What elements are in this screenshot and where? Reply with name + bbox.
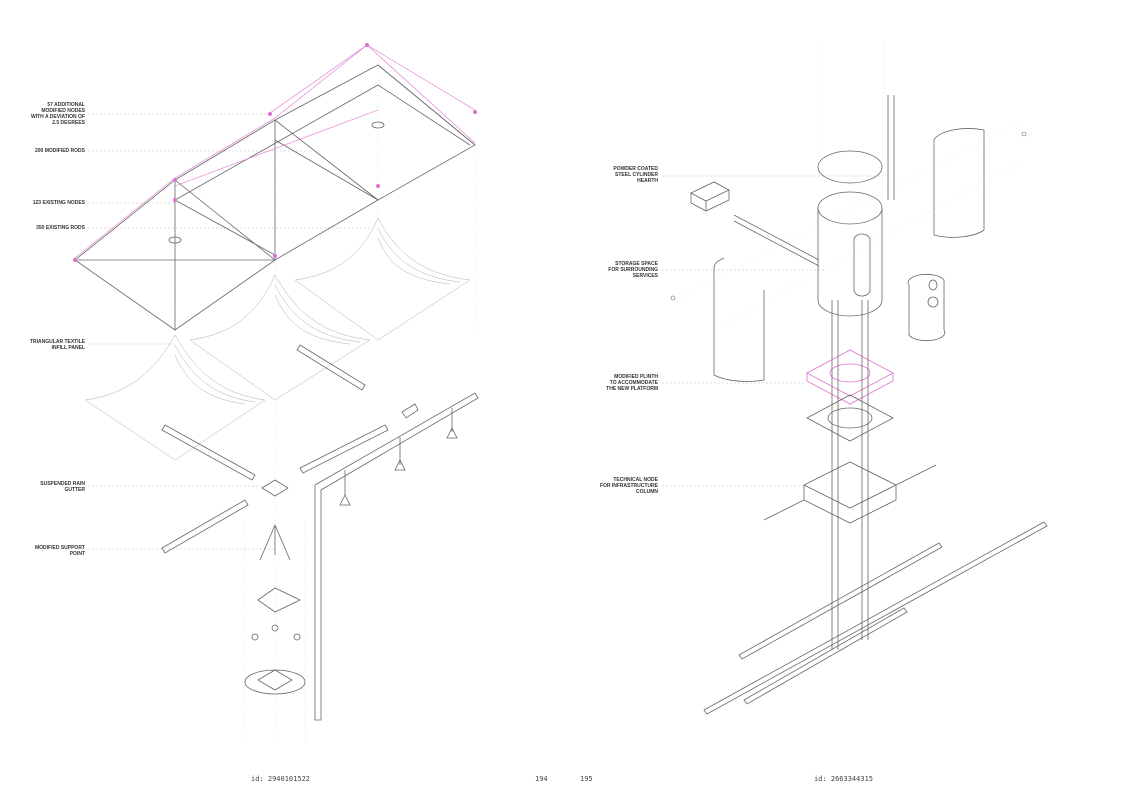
rain-gutters bbox=[161, 344, 419, 554]
left-page: 57 ADDITIONAL MODIFIED NODES WITH A DEVI… bbox=[0, 0, 563, 797]
label-textile-panel: TRIANGULAR TEXTILE INFILL PANEL bbox=[30, 339, 85, 351]
small-fittings bbox=[670, 131, 1027, 301]
label-rain-gutter: SUSPENDED RAIN GUTTER bbox=[40, 481, 85, 493]
projection-lines bbox=[673, 40, 1025, 331]
label-modified-rods: 200 MODIFIED RODS bbox=[34, 148, 85, 154]
label-steel-cylinder: POWDER COATED STEEL CYLINDER HEARTH bbox=[613, 166, 658, 184]
column-assembly bbox=[690, 95, 1048, 715]
right-page: POWDER COATED STEEL CYLINDER HEARTH STOR… bbox=[564, 0, 1127, 797]
modified-nodes bbox=[73, 43, 477, 262]
modified-rods bbox=[74, 44, 476, 259]
label-additional-nodes: 57 ADDITIONAL MODIFIED NODES WITH A DEVI… bbox=[31, 102, 85, 126]
right-column-drawing bbox=[662, 40, 1048, 715]
page-number-left: 194 bbox=[535, 775, 548, 783]
label-existing-rods: 350 EXISTING RODS bbox=[36, 225, 85, 231]
projection-lines bbox=[174, 65, 476, 740]
label-storage-space: STORAGE SPACE FOR SURROUNDING SERVICES bbox=[608, 261, 658, 279]
leader-lines bbox=[88, 113, 370, 550]
textile-cones bbox=[84, 217, 471, 461]
support-point bbox=[244, 524, 306, 695]
left-structure-drawing bbox=[73, 43, 479, 740]
label-technical-node: TECHNICAL NODE FOR INFRASTRUCTURE COLUMN bbox=[599, 477, 658, 495]
label-modified-plinth: MODIFIED PLINTH TO ACCOMMODATE THE NEW P… bbox=[606, 374, 658, 392]
footer-id-right: id: 2663344315 bbox=[814, 775, 874, 783]
page-number-right: 195 bbox=[580, 775, 593, 783]
label-existing-nodes: 123 EXISTING NODES bbox=[32, 200, 85, 206]
space-frame bbox=[74, 64, 476, 331]
label-support-point: MODIFIED SUPPORT POINT bbox=[34, 545, 85, 557]
column-l bbox=[314, 392, 479, 721]
leader-lines bbox=[662, 175, 884, 487]
footer-id-left: id: 2940101522 bbox=[251, 775, 311, 783]
